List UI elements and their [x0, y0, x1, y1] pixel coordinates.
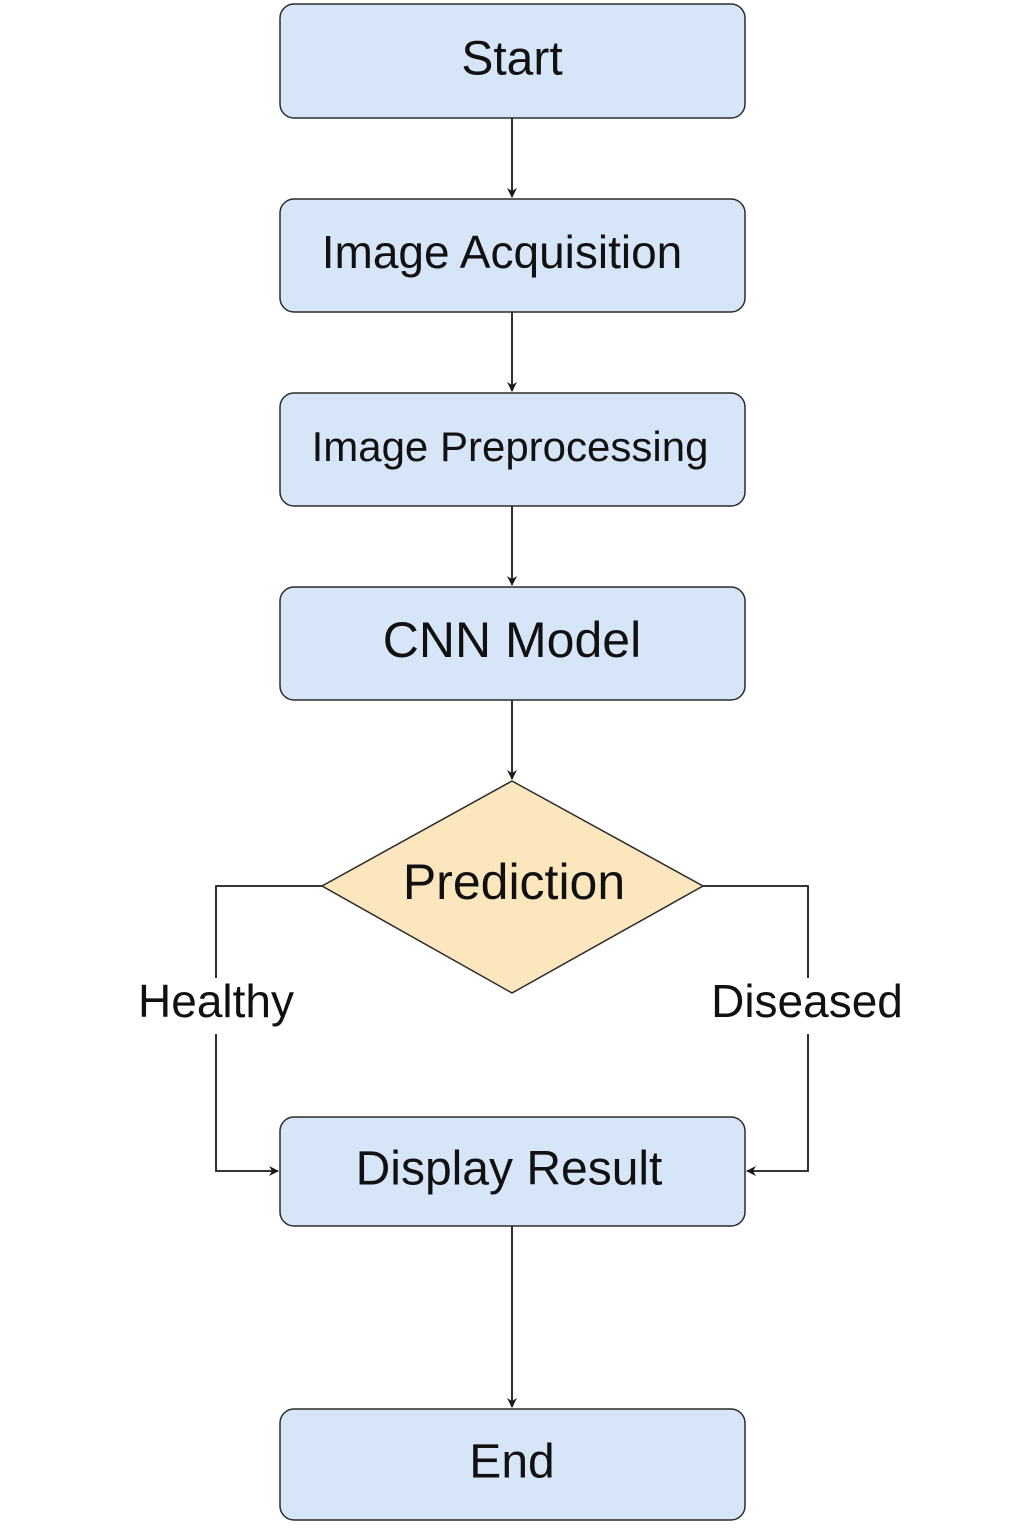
start-label: Start: [461, 33, 562, 86]
node-image-acquisition: Image Acquisition: [279, 198, 746, 313]
node-end: End: [279, 1408, 746, 1521]
image-acquisition-label: Image Acquisition: [322, 226, 683, 278]
end-label: End: [469, 1436, 554, 1489]
edge-label-diseased: Diseased: [704, 975, 912, 1034]
image-preprocessing-label: Image Preprocessing: [312, 423, 709, 470]
node-cnn-model: CNN Model: [279, 586, 746, 701]
cnn-model-label: CNN Model: [383, 612, 641, 668]
healthy-label: Healthy: [138, 975, 294, 1027]
node-display-result: Display Result: [279, 1116, 746, 1227]
edge-label-healthy: Healthy: [130, 975, 302, 1034]
node-prediction-decision: Prediction: [320, 780, 705, 994]
node-start: Start: [279, 3, 746, 119]
diseased-label: Diseased: [711, 975, 903, 1027]
node-image-preprocessing: Image Preprocessing: [279, 392, 746, 507]
display-result-label: Display Result: [356, 1143, 663, 1196]
prediction-label: Prediction: [403, 854, 625, 910]
